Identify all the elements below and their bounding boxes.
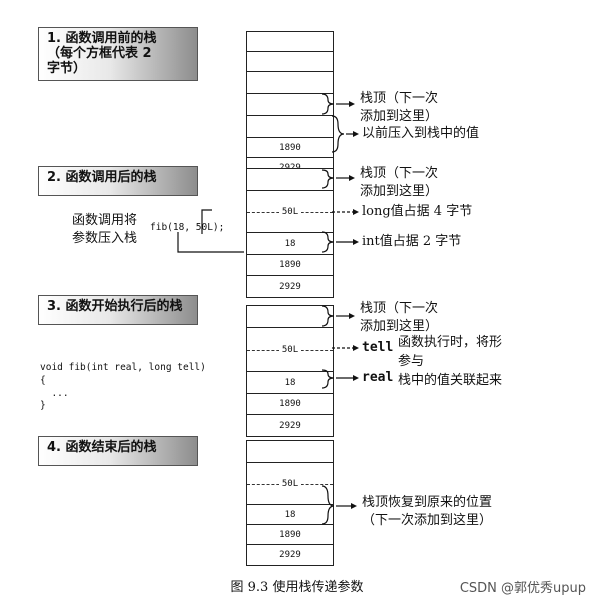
- note-stack-top-1: 栈顶（下一次 添加到这里）: [360, 91, 439, 124]
- arrowhead-icon: [353, 375, 359, 381]
- stack-cell-empty: [247, 94, 333, 116]
- stack-cell-empty: [247, 52, 333, 72]
- stack-value-2929: 2929: [279, 550, 301, 560]
- stack-value-18: 18: [284, 238, 296, 249]
- stack-before-call: 1890 2929: [246, 31, 334, 179]
- stack-after-call: 50L 18 1890 2929: [246, 168, 334, 298]
- stage-1-title: 1. 函数调用前的栈 （每个方框代表 2 字节）: [38, 27, 202, 85]
- code-call: fib(18, 50L);: [150, 222, 225, 233]
- note-exec-assoc: 函数执行时，将形 参与 栈中的值关联起来: [398, 335, 503, 388]
- label-real: real: [362, 370, 394, 385]
- arrowhead-icon: [353, 131, 359, 137]
- stack-value-1890: 1890: [279, 399, 301, 409]
- note-long-bytes: long值占据 4 字节: [362, 203, 472, 221]
- note-stack-top-3: 栈顶（下一次 添加到这里）: [360, 301, 439, 334]
- figure-caption: 图 9.3 使用栈传递参数: [0, 576, 594, 595]
- note-int-bytes-text: int值占据 2 字节: [362, 234, 462, 249]
- stack-value-2929: 2929: [279, 281, 301, 292]
- code-function: void fib(int real, long tell) { ... }: [40, 362, 206, 412]
- note-int-bytes: int值占据 2 字节: [362, 233, 461, 251]
- stack-cell-50L: 50L: [247, 328, 333, 372]
- note-stack-restored: 栈顶恢复到原来的位置 （下一次添加到这里）: [362, 495, 493, 528]
- stack-cell-18: 18: [247, 505, 333, 525]
- figure-caption-text: 图 9.3 使用栈传递参数: [230, 580, 364, 595]
- stack-after-return: 50L 18 1890 2929: [246, 440, 334, 566]
- stack-value-50L: 50L: [278, 206, 302, 217]
- arrowhead-icon: [349, 101, 355, 107]
- stack-cell-empty: [247, 116, 333, 138]
- stack-cell-empty: [247, 32, 333, 52]
- arrowhead-icon: [351, 503, 357, 509]
- stack-cell-18: 18: [247, 372, 333, 394]
- stage-2-title: 2. 函数调用后的栈: [38, 166, 202, 200]
- stack-cell-2929: 2929: [247, 415, 333, 436]
- note-push-params: 函数调用将 参数压入栈: [72, 213, 138, 246]
- stack-cell-1890: 1890: [247, 525, 333, 545]
- stack-cell-empty: [247, 306, 333, 328]
- arrowhead-icon: [353, 239, 359, 245]
- stack-value-1890: 1890: [279, 260, 301, 270]
- stack-value-18: 18: [284, 509, 296, 520]
- stack-cell-empty: [247, 72, 333, 94]
- stack-cell-empty: [247, 441, 333, 463]
- stack-cell-1890: 1890: [247, 255, 333, 276]
- stack-cell-empty: [247, 169, 333, 191]
- arrowhead-icon: [349, 175, 355, 181]
- stack-value-50L: 50L: [278, 344, 302, 355]
- stack-cell-2929: 2929: [247, 545, 333, 565]
- stack-cell-2929: 2929: [247, 276, 333, 297]
- stack-during-exec: 50L 18 1890 2929: [246, 305, 334, 437]
- stack-cell-18: 18: [247, 233, 333, 255]
- stack-value-2929: 2929: [279, 420, 301, 431]
- stack-value-18: 18: [284, 377, 296, 388]
- stack-cell-50L: 50L: [247, 463, 333, 505]
- stage-3-title: 3. 函数开始执行后的栈: [38, 295, 202, 329]
- stack-cell-50L: 50L: [247, 191, 333, 233]
- note-long-bytes-text: long值占据 4 字节: [362, 204, 473, 219]
- stack-value-50L: 50L: [278, 478, 302, 489]
- note-prior-values: 以前压入到栈中的值: [362, 126, 480, 141]
- note-stack-top-2: 栈顶（下一次 添加到这里）: [360, 166, 439, 199]
- stack-value-1890: 1890: [279, 142, 301, 153]
- stack-cell-1890: 1890: [247, 394, 333, 415]
- stage-4-title: 4. 函数结束后的栈: [38, 436, 202, 470]
- label-tell: tell: [362, 340, 394, 355]
- source-watermark: CSDN @郭优秀upup: [459, 581, 586, 596]
- stack-cell-1890: 1890: [247, 138, 333, 158]
- arrowhead-icon: [353, 345, 359, 351]
- stack-value-1890: 1890: [279, 529, 301, 540]
- arrowhead-icon: [349, 313, 355, 319]
- arrowhead-icon: [353, 209, 359, 215]
